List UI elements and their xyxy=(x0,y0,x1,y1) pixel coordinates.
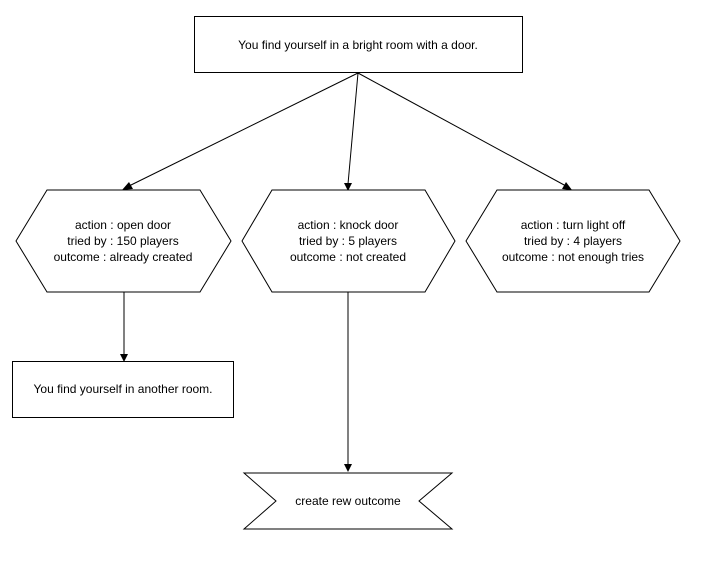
connectors xyxy=(120,72,572,472)
action-label: action : knock door xyxy=(298,218,399,232)
action-node-knock-door: action : knock door tried by : 5 players… xyxy=(241,189,456,293)
tried-by-label: tried by : 5 players xyxy=(299,234,397,248)
create-outcome-node: create rew outcome xyxy=(242,472,454,530)
action-node-open-door: action : open door tried by : 150 player… xyxy=(15,189,232,293)
arrowhead xyxy=(344,464,352,472)
action-node-turn-light-off: action : turn light off tried by : 4 pla… xyxy=(465,189,681,293)
edge-start-to-light-off xyxy=(357,72,567,187)
action-label: action : open door xyxy=(75,218,171,232)
next-room-text: You find yourself in another room. xyxy=(34,382,213,396)
arrowhead xyxy=(562,182,572,190)
arrowhead xyxy=(120,354,128,362)
start-room-node: You find yourself in a bright room with … xyxy=(194,16,523,73)
create-outcome-text: create rew outcome xyxy=(295,494,401,508)
tried-by-label: tried by : 4 players xyxy=(524,234,622,248)
outcome-label: outcome : already created xyxy=(54,250,193,264)
action-label: action : turn light off xyxy=(521,218,626,232)
edge-start-to-knock-door xyxy=(347,72,359,185)
arrowhead xyxy=(122,182,133,190)
outcome-label: outcome : not enough tries xyxy=(502,250,644,264)
edge-start-to-open-door xyxy=(128,72,359,187)
next-room-node: You find yourself in another room. xyxy=(12,361,234,418)
arrowhead xyxy=(344,183,352,191)
tried-by-label: tried by : 150 players xyxy=(67,234,178,248)
start-room-text: You find yourself in a bright room with … xyxy=(238,38,478,52)
outcome-label: outcome : not created xyxy=(290,250,406,264)
